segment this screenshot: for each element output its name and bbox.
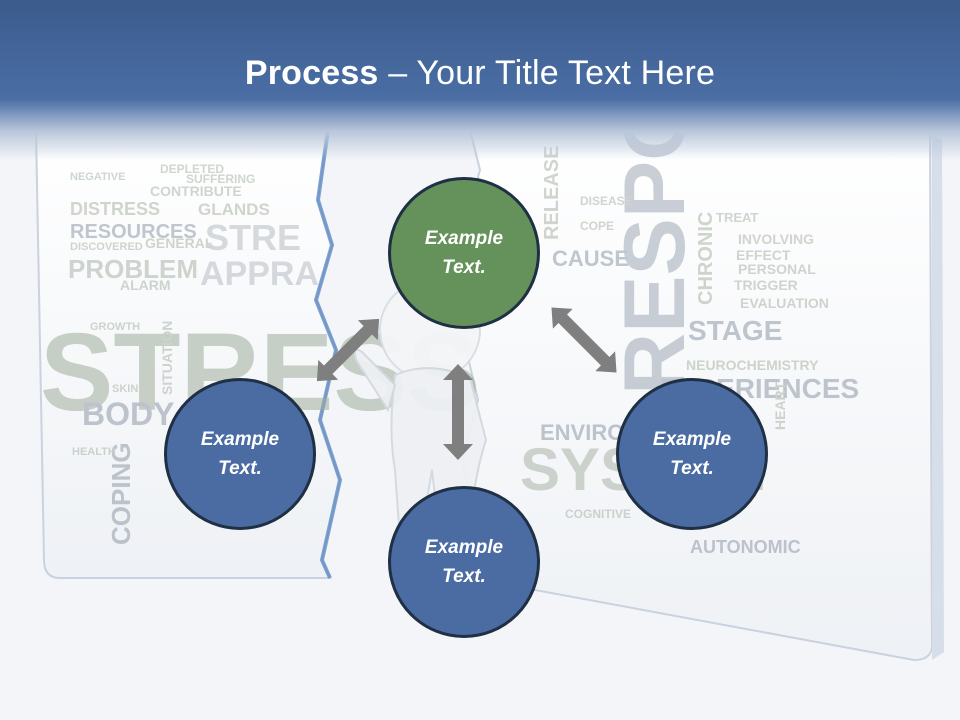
node-left[interactable]: Example Text.: [164, 378, 316, 530]
svg-text:SUFFERING: SUFFERING: [186, 172, 255, 186]
arrow-top-left: [316, 318, 380, 382]
node-bottom[interactable]: Example Text.: [388, 486, 540, 638]
svg-text:HEALTH: HEALTH: [72, 446, 116, 458]
svg-text:SKIN: SKIN: [112, 383, 138, 395]
svg-text:ALARM: ALARM: [120, 277, 171, 293]
svg-text:NEUROCHEMISTRY: NEUROCHEMISTRY: [686, 357, 819, 373]
svg-text:SITUATION: SITUATION: [159, 321, 175, 395]
node-right[interactable]: Example Text.: [616, 378, 768, 530]
node-top-label: Example Text.: [424, 228, 504, 278]
svg-text:DISCOVERED: DISCOVERED: [70, 241, 143, 253]
node-right-label: Example Text.: [652, 429, 732, 479]
svg-text:CAUSE: CAUSE: [552, 246, 629, 271]
svg-text:GROWTH: GROWTH: [90, 321, 140, 333]
svg-text:PERSONAL: PERSONAL: [738, 261, 816, 277]
arrows: [316, 307, 617, 460]
slide-title: Process – Your Title Text Here: [0, 54, 960, 93]
svg-text:DISTRESS: DISTRESS: [70, 199, 160, 219]
wall-crack: [313, 129, 343, 579]
svg-text:INVOLVING: INVOLVING: [738, 231, 814, 247]
svg-text:GLANDS: GLANDS: [198, 200, 270, 219]
svg-text:COGNITIVE: COGNITIVE: [565, 507, 631, 521]
svg-text:EVALUATION: EVALUATION: [740, 295, 829, 311]
svg-text:HEART: HEART: [772, 381, 788, 430]
svg-text:RESOURCES: RESOURCES: [70, 221, 197, 243]
svg-text:STAGE: STAGE: [688, 315, 782, 346]
svg-text:NEGATIVE: NEGATIVE: [70, 171, 125, 183]
svg-text:ENVIRO: ENVIRO: [540, 420, 624, 445]
svg-text:TRIGGER: TRIGGER: [734, 277, 798, 293]
arrow-top-right: [551, 307, 617, 373]
svg-text:TREAT: TREAT: [716, 210, 758, 225]
node-left-label: Example Text.: [200, 429, 280, 479]
svg-text:CONTRIBUTE: CONTRIBUTE: [150, 183, 242, 199]
svg-text:STRE: STRE: [205, 217, 301, 258]
title-bold: Process: [244, 54, 379, 92]
svg-text:DISEASE: DISEASE: [580, 194, 633, 208]
arrow-vertical: [443, 364, 473, 460]
svg-text:PROBLEM: PROBLEM: [68, 254, 198, 284]
svg-text:COPE: COPE: [580, 219, 614, 233]
svg-text:COPING: COPING: [106, 442, 136, 545]
node-top[interactable]: Example Text.: [388, 177, 540, 329]
title-rest: – Your Title Text Here: [378, 54, 716, 92]
svg-text:RELEASE: RELEASE: [541, 146, 563, 240]
svg-text:BODY: BODY: [82, 396, 174, 432]
svg-text:EFFECT: EFFECT: [736, 247, 791, 263]
svg-text:CHRONIC: CHRONIC: [695, 212, 717, 305]
svg-text:AUTONOMIC: AUTONOMIC: [690, 537, 801, 557]
svg-text:GENERAL: GENERAL: [145, 235, 214, 251]
node-bottom-label: Example Text.: [424, 537, 504, 587]
svg-text:APPRA: APPRA: [200, 255, 319, 293]
svg-text:DEPLETED: DEPLETED: [160, 162, 224, 176]
title-bar: [0, 0, 960, 160]
